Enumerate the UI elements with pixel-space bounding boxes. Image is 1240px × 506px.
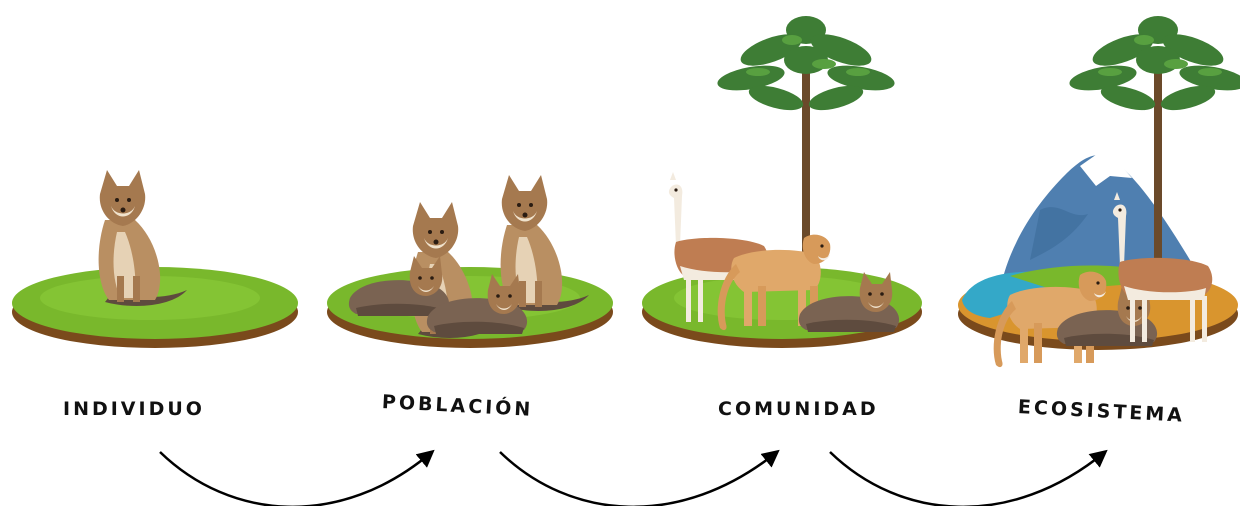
arrow-individuo-to-poblacion	[159, 449, 435, 506]
stage-individuo	[12, 170, 298, 348]
arrow-comunidad-to-ecosistema	[829, 449, 1108, 506]
stage-comunidad	[642, 16, 922, 348]
label-individuo: INDIVIDUO	[63, 398, 205, 420]
stage-poblacion	[327, 175, 613, 348]
mountain-icon	[1000, 155, 1200, 290]
label-comunidad: COMUNIDAD	[718, 398, 879, 420]
arrow-poblacion-to-comunidad	[499, 449, 780, 506]
stage-ecosistema	[958, 16, 1240, 368]
